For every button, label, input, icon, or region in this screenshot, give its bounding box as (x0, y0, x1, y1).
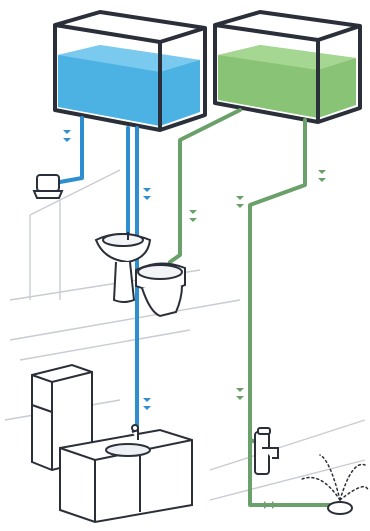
potable-water-tank (55, 12, 205, 130)
pipe-to-toilet (170, 110, 240, 262)
flow-arrow-icon (318, 170, 326, 182)
pipe-to-tap (250, 120, 305, 445)
floor-line (10, 300, 240, 340)
outdoor-tap-icon (255, 428, 278, 474)
flow-arrow-icon (236, 388, 244, 400)
toilet-icon (136, 263, 185, 316)
flow-arrow-icon (143, 188, 151, 200)
flow-arrow-icon (189, 210, 197, 222)
flow-arrow-icon (143, 398, 151, 410)
ceiling-light-icon (34, 175, 62, 198)
flow-arrow-icon (63, 130, 71, 142)
rainwater-tank (215, 12, 360, 122)
flow-arrow-icon (236, 196, 244, 208)
ground-line (210, 420, 365, 470)
pipe-to-light (60, 118, 82, 182)
